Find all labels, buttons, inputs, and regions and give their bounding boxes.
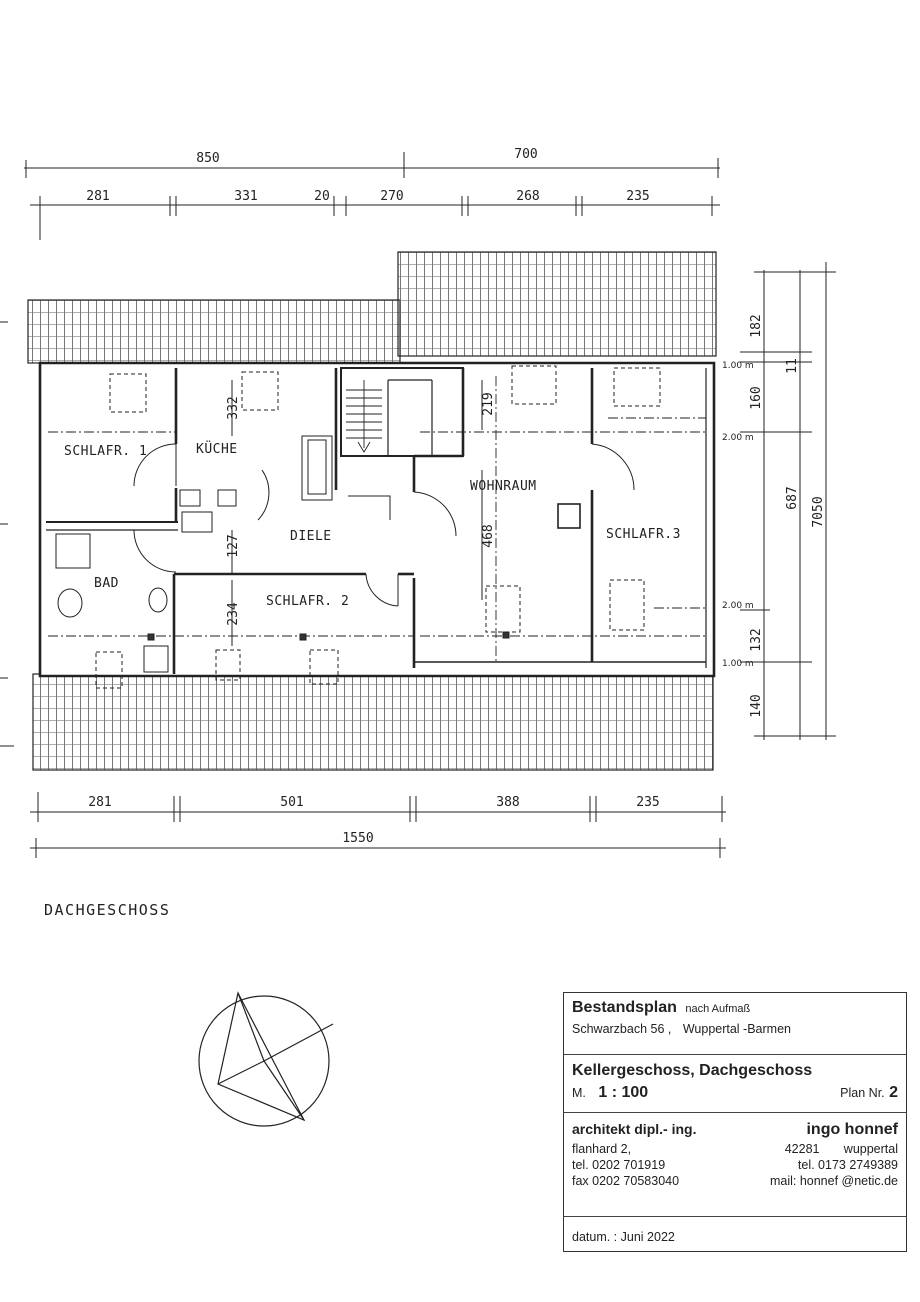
architect-mail: mail: honnef @netic.de [769,1174,898,1188]
architect-title: architekt dipl.- ing. [572,1121,697,1137]
room-label-schlafr3: SCHLAFR.3 [606,527,681,542]
architect-street: flanhard 2, [572,1142,632,1156]
room-label-wohnraum: WOHNRAUM [470,479,537,494]
title-block-architect: architekt dipl.- ing. ingo honnef flanha… [564,1113,906,1217]
title-block-date: datum. : Juni 2022 [564,1217,906,1253]
room-label-diele: DIELE [290,529,332,544]
plan-date: datum. : Juni 2022 [572,1230,675,1244]
dim-right-part: 687 [785,486,800,509]
architect-zip-city: 42281 wuppertal [784,1142,898,1156]
dim-bottom-total: 1550 [342,831,373,846]
room-label-schlafr1: SCHLAFR. 1 [64,444,147,459]
room-label-kueche: KÜCHE [196,440,238,457]
dim-inner: 468 [481,524,496,547]
dim-top-part: 270 [380,189,403,204]
dim-right-part: 132 [749,628,764,651]
title-block-plan: Kellergeschoss, Dachgeschoss M. 1 : 100 … [564,1055,906,1113]
walls [38,361,716,678]
compass-symbol [198,991,334,1127]
architect-tel2: tel. 0173 2749389 [797,1158,898,1172]
plan-type: Bestandsplan [572,999,677,1016]
scale-value: 1 : 100 [598,1084,649,1101]
dim-bottom-part: 235 [636,795,659,810]
dim-top-part: 268 [516,189,539,204]
dim-inner: 332 [226,396,241,419]
address: Schwarzbach 56 , [572,1022,672,1036]
dim-right-part: 140 [749,694,764,717]
dimension-lines [0,152,836,858]
level-label: 2.00 m [722,601,754,611]
floors-label: Kellergeschoss, Dachgeschoss [572,1062,813,1079]
level-label: 1.00 m [722,659,754,669]
scale-label: M. [572,1086,586,1100]
room-label-bad: BAD [94,576,119,591]
roof-tiles [27,251,717,771]
title-block-project: Bestandsplan nach Aufmaß Schwarzbach 56 … [564,993,906,1055]
dim-top-total-left: 850 [196,151,219,166]
dim-right-total: 7050 [811,496,826,527]
room-labels: SCHLAFR. 1 KÜCHE DIELE WOHNRAUM SCHLAFR.… [64,440,681,609]
dim-inner: 234 [226,602,241,626]
dim-bottom-part: 388 [496,795,519,810]
dim-bottom-part: 501 [280,795,303,810]
level-label: 1.00 m [722,361,754,371]
room-label-schlafr2: SCHLAFR. 2 [266,594,349,609]
architect-name: ingo honnef [806,1121,898,1138]
dim-right-part: 182 [749,314,764,337]
dim-top-part: 235 [626,189,649,204]
dim-bottom-part: 281 [88,795,111,810]
dim-top-part: 331 [234,189,257,204]
architect-fax: fax 0202 70583040 [572,1174,680,1188]
level-label: 2.00 m [722,433,754,443]
plan-note: nach Aufmaß [685,1003,751,1015]
doors [133,443,635,607]
dimension-labels: 850 700 281 331 20 270 268 235 281 501 3… [86,147,826,846]
dim-inner: 219 [481,392,496,415]
dim-inner: 127 [226,534,241,557]
fixtures [48,365,706,689]
floor-title: DACHGESCHOSS [44,901,171,919]
dim-top-total-right: 700 [514,147,537,162]
architect-tel1: tel. 0202 701919 [572,1158,666,1172]
plan-number: 2 [889,1084,898,1101]
dim-top-part: 281 [86,189,109,204]
dim-top-part: 20 [314,189,330,204]
dim-right-part: 160 [749,386,764,409]
title-block: Bestandsplan nach Aufmaß Schwarzbach 56 … [563,992,907,1252]
dim-right-part: 11 [785,358,800,374]
city: Wuppertal -Barmen [682,1022,791,1036]
plan-number-label: Plan Nr. [840,1086,885,1100]
